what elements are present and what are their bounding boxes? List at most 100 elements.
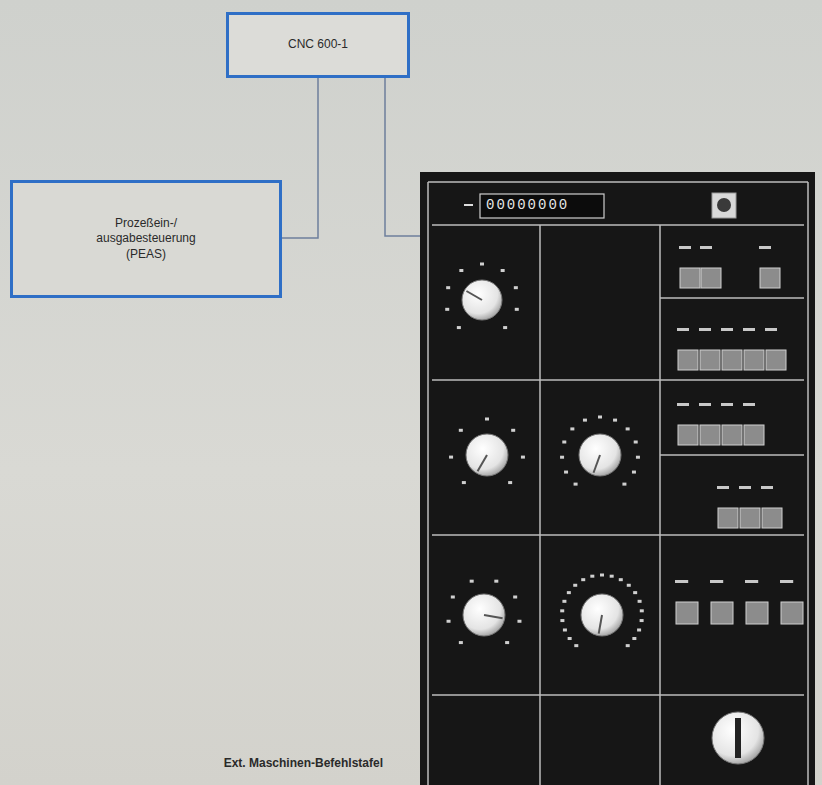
process-box: CNC 600-1 (226, 12, 410, 78)
dial-mark (514, 286, 518, 289)
button-symbol (759, 246, 771, 249)
push-button (700, 350, 720, 370)
dial-mark (503, 326, 507, 329)
button-symbol (677, 403, 689, 406)
dial-mark (445, 308, 449, 311)
dial-mark (562, 441, 566, 444)
button-symbol (721, 403, 733, 406)
process-box: Prozeßein-/ ausgabesteuerung (PEAS) (10, 180, 282, 298)
push-button (700, 425, 720, 445)
dial-mark (574, 644, 578, 647)
dial-mark (560, 609, 564, 612)
dial-mark (508, 481, 512, 484)
push-button (744, 425, 764, 445)
connector-line (385, 78, 420, 236)
knob-pointer (484, 615, 503, 618)
dial-mark (622, 483, 626, 486)
push-button (762, 508, 782, 528)
dial-mark (574, 483, 578, 486)
dial-mark (583, 419, 587, 422)
dial-mark (505, 641, 509, 644)
dial-mark (521, 456, 525, 459)
dial-mark (517, 620, 521, 623)
dial-mark (632, 471, 636, 474)
button-symbol (721, 328, 733, 331)
dial-mark (626, 644, 630, 647)
dial-mark (637, 628, 641, 631)
dial-mark (470, 580, 474, 583)
push-button (718, 508, 738, 528)
dial-mark (567, 591, 571, 594)
dial-mark (563, 628, 567, 631)
dial-mark (610, 575, 614, 578)
panel-caption: Ext. Maschinen-Befehlstafel (133, 756, 383, 772)
dial-mark (449, 456, 453, 459)
button-symbol (743, 328, 755, 331)
dial-mark (568, 637, 572, 640)
push-button (746, 602, 768, 624)
push-button (680, 268, 700, 288)
dial-mark (511, 429, 515, 432)
dial-mark (633, 591, 637, 594)
button-symbol (700, 246, 712, 249)
push-button (722, 350, 742, 370)
button-symbol (677, 328, 689, 331)
rotary-knob (462, 280, 502, 320)
dial-mark (570, 427, 574, 430)
dial-mark (581, 578, 585, 581)
button-symbol (780, 580, 793, 583)
push-button (678, 350, 698, 370)
push-button (740, 508, 760, 528)
rotary-knob (463, 594, 505, 636)
dial-mark (457, 326, 461, 329)
box-label: Prozeßein-/ ausgabesteuerung (PEAS) (82, 216, 210, 263)
box-label: CNC 600-1 (288, 37, 348, 53)
panel-frame (432, 224, 804, 226)
knob-pointer (466, 291, 482, 300)
panel-grid (432, 379, 804, 381)
push-button (766, 350, 786, 370)
key-slot (735, 718, 741, 758)
panel-grid (659, 225, 661, 785)
push-button (781, 602, 803, 624)
push-button (676, 602, 698, 624)
knob-pointer (594, 455, 600, 473)
dial-mark (513, 596, 517, 599)
dial-mark (462, 481, 466, 484)
key-switch (712, 712, 764, 764)
rotary-knob (581, 594, 623, 636)
button-symbol (761, 486, 773, 489)
dial-mark (485, 418, 489, 421)
button-symbol (739, 486, 751, 489)
rotary-knob (579, 434, 621, 476)
panel-grid (660, 454, 804, 456)
panel-frame (427, 182, 429, 785)
display-sign (464, 204, 473, 206)
push-button (722, 425, 742, 445)
dial-mark (640, 619, 644, 622)
push-button (760, 268, 780, 288)
dial-mark (480, 263, 484, 266)
dial-mark (447, 620, 451, 623)
control-panel: Ext. Maschinen-Befehlstafel (420, 172, 815, 785)
dial-mark (626, 427, 630, 430)
dial-mark (560, 456, 564, 459)
dial-mark (627, 584, 631, 587)
dial-mark (459, 269, 463, 272)
display-window (480, 194, 604, 218)
dial-mark (619, 578, 623, 581)
dial-mark (564, 471, 568, 474)
dial-mark (515, 308, 519, 311)
push-button (744, 350, 764, 370)
dial-mark (600, 574, 604, 577)
dial-mark (640, 609, 644, 612)
dial-mark (636, 456, 640, 459)
button-symbol (679, 246, 691, 249)
rotary-knob (466, 434, 508, 476)
button-symbol (699, 328, 711, 331)
button-symbol (710, 580, 723, 583)
maker-logo (712, 193, 736, 218)
